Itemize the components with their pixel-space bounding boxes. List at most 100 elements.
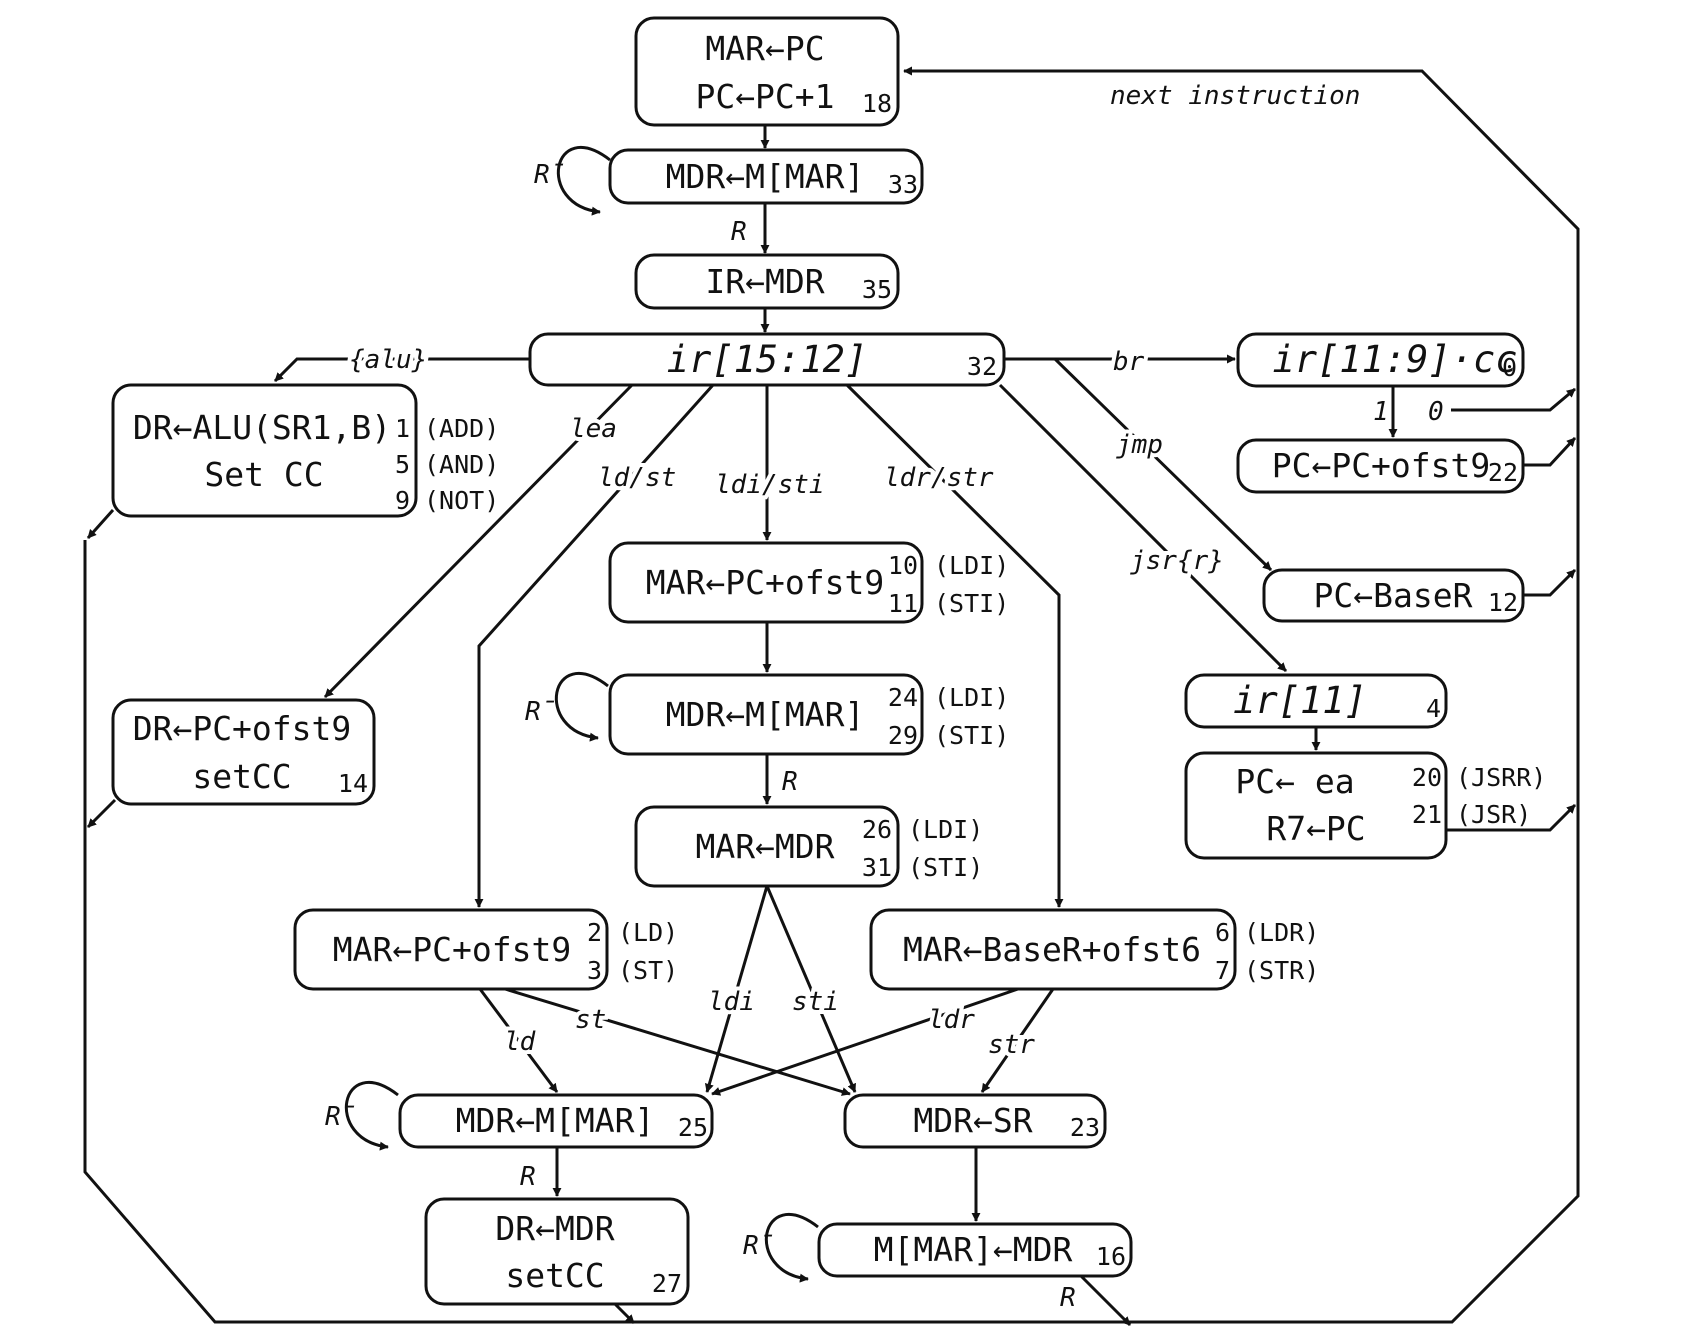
edge-decode-alu bbox=[273, 357, 530, 383]
node-store2-line1: M[MAR]←MDR bbox=[874, 1230, 1073, 1269]
edge-store2-return bbox=[1079, 1274, 1132, 1327]
node-ldi1: MAR←PC+ofst9 10 11 (LDI) (STI) bbox=[608, 541, 1009, 624]
edge-br2-return bbox=[1523, 436, 1577, 467]
node-ldi1-note-2: (STI) bbox=[934, 589, 1009, 618]
node-jsr2-state-2: 21 bbox=[1412, 800, 1442, 829]
node-ldrstr-line1: MAR←BaseR+ofst6 bbox=[903, 930, 1201, 969]
node-br2: PC←PC+ofst9 22 bbox=[1236, 438, 1525, 494]
node-fetch1-line2: PC←PC+1 bbox=[695, 77, 834, 116]
label-lea: lea bbox=[570, 414, 617, 444]
node-ldst-note-2: (ST) bbox=[618, 956, 678, 985]
node-jsr2: PC← ea R7←PC 20 21 (JSRR) (JSR) bbox=[1184, 751, 1546, 860]
loop-ldi2 bbox=[554, 671, 609, 742]
node-decode-line1: ir[15:12] bbox=[667, 338, 867, 381]
node-ldrstr-state-2: 7 bbox=[1215, 956, 1230, 985]
label-rbar-store: R̄ bbox=[743, 1231, 774, 1261]
node-load2: DR←MDR setCC 27 bbox=[424, 1197, 690, 1306]
node-lea-state: 14 bbox=[338, 769, 368, 798]
node-ldi2-state-1: 24 bbox=[888, 683, 918, 712]
edge-decode-lea bbox=[323, 383, 634, 699]
node-ldst-state-1: 2 bbox=[587, 918, 602, 947]
node-ldi3-note-1: (LDI) bbox=[908, 815, 983, 844]
node-alu-state-1: 1 bbox=[395, 414, 410, 443]
node-alu-note-1: (ADD) bbox=[424, 414, 499, 443]
node-br: ir[11:9]·cc 0 bbox=[1236, 332, 1525, 388]
node-ldi3-state-2: 31 bbox=[862, 853, 892, 882]
edge-alu-return bbox=[86, 509, 115, 539]
edge-jmp-return bbox=[1523, 568, 1577, 597]
node-store1-state: 23 bbox=[1070, 1113, 1100, 1142]
edge-ldi3-load1 bbox=[704, 885, 769, 1093]
node-br-state: 0 bbox=[1502, 353, 1517, 382]
node-decode: ir[15:12] 32 bbox=[528, 332, 1006, 387]
node-store2: M[MAR]←MDR 16 bbox=[817, 1222, 1133, 1278]
node-jsr: ir[11] 4 bbox=[1184, 673, 1448, 729]
node-ldi1-state-2: 11 bbox=[888, 589, 918, 618]
node-alu-line1: DR←ALU(SR1,B) bbox=[133, 408, 391, 447]
edge-labels: next instruction {alu} lea ld/st ldi/sti… bbox=[325, 81, 1444, 1313]
label-r-ldi: R bbox=[782, 767, 798, 797]
edge-ldrstr-store1 bbox=[980, 988, 1055, 1093]
node-br2-state: 22 bbox=[1488, 458, 1518, 487]
node-fetch1-line1: MAR←PC bbox=[705, 29, 824, 68]
node-br-line1: ir[11:9]·cc bbox=[1272, 338, 1517, 381]
node-jsr2-note-1: (JSRR) bbox=[1456, 763, 1546, 792]
node-fetch1-state: 18 bbox=[862, 89, 892, 118]
node-ldi2-line1: MDR←M[MAR] bbox=[666, 695, 865, 734]
node-alu-line2: Set CC bbox=[204, 455, 323, 494]
edge-decode-ldrstr bbox=[845, 383, 1064, 908]
node-jsr2-line2: R7←PC bbox=[1266, 809, 1365, 848]
edge-ldst-load1 bbox=[478, 988, 559, 1093]
label-ldi: ldi bbox=[708, 987, 755, 1017]
edge-decode-ldst bbox=[474, 383, 715, 908]
node-load1-state: 25 bbox=[678, 1113, 708, 1142]
label-ldisti: ldi/sti bbox=[715, 470, 825, 500]
node-lea-line2: setCC bbox=[192, 757, 291, 796]
label-r-fetch: R bbox=[731, 217, 747, 247]
node-lea: DR←PC+ofst9 setCC 14 bbox=[111, 698, 376, 806]
node-fetch2: MDR←M[MAR] 33 bbox=[608, 148, 924, 205]
node-alu-note-3: (NOT) bbox=[424, 486, 499, 515]
node-ldrstr-note-1: (LDR) bbox=[1244, 918, 1319, 947]
label-rbar-fetch: R̄ bbox=[534, 160, 565, 190]
node-lea-line1: DR←PC+ofst9 bbox=[133, 709, 352, 748]
node-alu-state-3: 9 bbox=[395, 486, 410, 515]
node-br2-line1: PC←PC+ofst9 bbox=[1272, 446, 1491, 485]
node-store2-state: 16 bbox=[1096, 1242, 1126, 1271]
node-ldrstr-note-2: (STR) bbox=[1244, 956, 1319, 985]
node-ldi2-note-1: (LDI) bbox=[934, 683, 1009, 712]
node-ldi1-note-1: (LDI) bbox=[934, 551, 1009, 580]
node-ldrstr: MAR←BaseR+ofst6 6 7 (LDR) (STR) bbox=[869, 908, 1319, 991]
node-fetch3-line1: IR←MDR bbox=[705, 262, 824, 301]
label-st: st bbox=[575, 1005, 606, 1035]
node-ldi3: MAR←MDR 26 31 (LDI) (STI) bbox=[634, 805, 983, 888]
node-jsr-state: 4 bbox=[1426, 694, 1441, 723]
edge-ldi3-store1 bbox=[765, 885, 857, 1093]
edges bbox=[83, 66, 1580, 1327]
node-ldi3-state-1: 26 bbox=[862, 815, 892, 844]
edge-return-loop bbox=[83, 66, 1580, 1324]
label-br-zero: 0 bbox=[1428, 397, 1444, 427]
edge-jsr2-return bbox=[1446, 803, 1577, 832]
node-ldi2-state-2: 29 bbox=[888, 721, 918, 750]
node-fetch2-line1: MDR←M[MAR] bbox=[666, 157, 865, 196]
label-br: br bbox=[1113, 347, 1145, 377]
edge-ldrstr-load1 bbox=[711, 987, 1019, 1096]
node-jmp-line1: PC←BaseR bbox=[1314, 576, 1473, 615]
node-load2-state: 27 bbox=[652, 1269, 682, 1298]
node-load2-line1: DR←MDR bbox=[495, 1209, 614, 1248]
node-ldrstr-state-1: 6 bbox=[1215, 918, 1230, 947]
label-r-store: R bbox=[1060, 1283, 1076, 1313]
node-fetch1: MAR←PC PC←PC+1 18 bbox=[634, 16, 900, 127]
node-ldi3-line1: MAR←MDR bbox=[695, 827, 834, 866]
edge-br-zero-return bbox=[1451, 387, 1576, 412]
edge-decode-jsr bbox=[998, 383, 1288, 673]
loop-fetch2 bbox=[556, 145, 611, 216]
label-alu: {alu} bbox=[349, 345, 427, 375]
label-r-load: R bbox=[520, 1162, 536, 1192]
node-jsr2-state-1: 20 bbox=[1412, 763, 1442, 792]
node-ldi2-note-2: (STI) bbox=[934, 721, 1009, 750]
node-load1: MDR←M[MAR] 25 bbox=[398, 1093, 714, 1149]
node-jmp: PC←BaseR 12 bbox=[1262, 568, 1525, 623]
